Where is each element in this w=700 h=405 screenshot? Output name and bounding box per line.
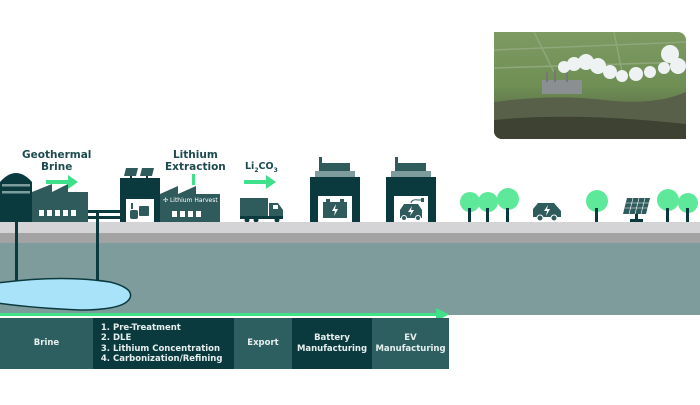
progress-arrow-line xyxy=(0,313,440,316)
extraction-indicator xyxy=(192,174,195,185)
solar-panel-icon xyxy=(623,197,650,222)
arrow-right-icon xyxy=(244,175,276,189)
battery-icon xyxy=(323,199,347,218)
tree-icon xyxy=(586,190,608,222)
battery-factory-icon xyxy=(310,157,360,222)
silo-icon xyxy=(0,173,32,222)
extraction-plant-icon xyxy=(120,168,220,222)
soil-layer xyxy=(0,233,700,243)
step-item: Lithium Concentration xyxy=(113,344,222,355)
arrow-right-icon xyxy=(46,175,78,189)
label-line: Geothermal xyxy=(22,149,92,161)
geothermal-brine-label: Geothermal Brine xyxy=(22,149,91,173)
li2co3-label: Li2CO3 xyxy=(245,161,278,174)
solar-panel-icon xyxy=(124,168,154,176)
brand-logo-icon: ✣ xyxy=(163,197,170,204)
segment-brine: Brine xyxy=(0,318,93,369)
reservoir-layer xyxy=(0,222,449,321)
well-pipe xyxy=(96,222,99,282)
process-bar: Brine Pre-Treatment DLE Lithium Concentr… xyxy=(0,318,449,369)
trees-icon xyxy=(657,189,698,222)
ev-factory-icon xyxy=(386,157,436,222)
well-pipe xyxy=(15,222,18,282)
battery-stack-icon xyxy=(130,203,149,219)
segment-extraction-steps: Pre-Treatment DLE Lithium Concentration … xyxy=(93,318,234,369)
step-item: DLE xyxy=(113,333,222,344)
label-line: Brine xyxy=(40,161,73,173)
step-item: Pre-Treatment xyxy=(113,323,222,334)
segment-battery-manufacturing: Battery Manufacturing xyxy=(292,318,372,369)
segment-ev-manufacturing: EV Manufacturing xyxy=(372,318,449,369)
label-line: Extraction xyxy=(165,161,226,173)
factory-icon xyxy=(32,184,88,222)
truck-icon xyxy=(240,198,283,223)
electric-car-icon xyxy=(400,198,424,221)
geothermal-plant-photo xyxy=(494,32,686,139)
ground-surface xyxy=(0,222,700,233)
segment-export: Export xyxy=(234,318,292,369)
trees-icon xyxy=(460,188,519,222)
progress-arrow-head xyxy=(436,308,449,321)
lithium-extraction-label: Lithium Extraction xyxy=(165,149,226,173)
label-line: Lithium xyxy=(172,149,218,161)
brine-reservoir xyxy=(0,277,132,311)
factory-brand-label: ✣ Lithium Harvest xyxy=(163,197,218,204)
step-item: Carbonization/Refining xyxy=(113,354,222,365)
electric-car-icon xyxy=(533,203,561,222)
